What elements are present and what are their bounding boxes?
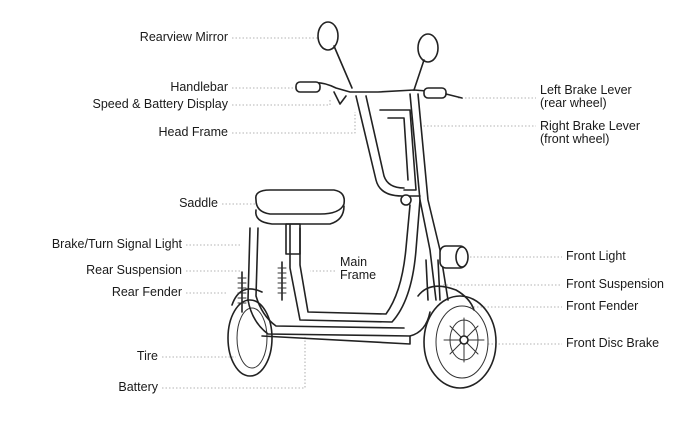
label-left-brake-lever-line1: Left Brake Lever — [540, 83, 632, 97]
label-handlebar: Handlebar — [170, 80, 228, 94]
handlebar-drawing — [295, 81, 463, 105]
saddle-drawing — [254, 189, 346, 255]
label-front-disc-brake: Front Disc Brake — [566, 336, 660, 350]
label-right-brake-lever-line2: (front wheel) — [540, 132, 610, 146]
label-speed-battery-display: Speed & Battery Display — [92, 97, 229, 111]
label-left-brake-lever: Left Brake Lever (rear wheel) — [540, 84, 632, 110]
label-brake-turn-signal-light: Brake/Turn Signal Light — [51, 237, 182, 251]
label-main-frame-line1: Main — [340, 255, 368, 269]
label-front-light: Front Light — [566, 249, 626, 263]
label-right-brake-lever: Right Brake Lever (front wheel) — [540, 120, 640, 146]
mirrors-drawing — [317, 21, 439, 91]
label-front-suspension: Front Suspension — [566, 277, 664, 291]
rear-suspension-drawing — [237, 261, 287, 313]
front-wheel — [423, 295, 497, 389]
steering-column — [355, 93, 449, 301]
label-rearview-mirror: Rearview Mirror — [139, 30, 228, 44]
label-main-frame: Main Frame — [340, 256, 376, 282]
label-main-frame-line2: Frame — [340, 268, 377, 282]
label-rear-suspension: Rear Suspension — [86, 263, 182, 277]
label-front-fender: Front Fender — [566, 299, 639, 313]
rear-wheel — [227, 288, 273, 377]
label-rear-fender: Rear Fender — [111, 285, 182, 299]
label-tire: Tire — [136, 349, 158, 363]
main-body — [247, 199, 431, 345]
label-battery: Battery — [118, 380, 158, 394]
label-head-frame: Head Frame — [158, 125, 228, 139]
label-right-brake-lever-line1: Right Brake Lever — [540, 119, 641, 133]
label-left-brake-lever-line2: (rear wheel) — [540, 96, 607, 110]
label-saddle: Saddle — [179, 196, 218, 210]
front-assembly — [417, 245, 475, 311]
